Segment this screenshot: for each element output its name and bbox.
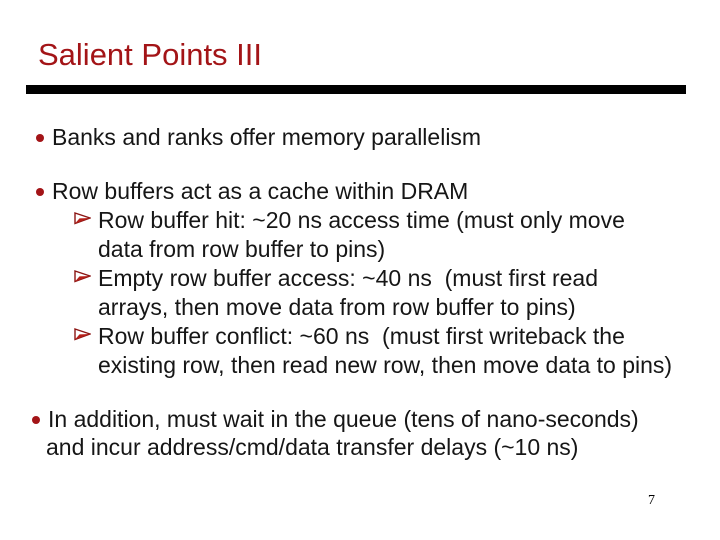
bullet-dot-icon bbox=[32, 416, 40, 424]
arrow-bullet-icon bbox=[74, 270, 91, 283]
sub-bullet-text-wrap: existing row, then read new row, then mo… bbox=[98, 352, 673, 378]
bullet-dot-icon bbox=[36, 134, 44, 142]
arrow-bullet-icon bbox=[74, 212, 91, 225]
arrow-bullet-icon bbox=[74, 328, 91, 341]
sub-bullet-text: Row buffer conflict: ~60 ns (must first … bbox=[98, 323, 625, 349]
title-divider-rule bbox=[26, 85, 686, 94]
sub-bullet-text-wrap: data from row buffer to pins) bbox=[98, 236, 386, 262]
bullet-text: Row buffers act as a cache within DRAM bbox=[52, 178, 469, 204]
bullet-text: Banks and ranks offer memory parallelism bbox=[52, 124, 482, 150]
sub-bullet-text-wrap: arrays, then move data from row buffer t… bbox=[98, 294, 576, 320]
bullet-text: In addition, must wait in the queue (ten… bbox=[48, 406, 639, 432]
bullet-dot-icon bbox=[36, 188, 44, 196]
sub-bullet-text: Row buffer hit: ~20 ns access time (must… bbox=[98, 207, 625, 233]
sub-bullet-text: Empty row buffer access: ~40 ns (must fi… bbox=[98, 265, 599, 291]
slide-title: Salient Points III bbox=[38, 37, 263, 72]
bullet-text-wrap: and incur address/cmd/data transfer dela… bbox=[46, 434, 579, 460]
page-number: 7 bbox=[648, 493, 655, 508]
